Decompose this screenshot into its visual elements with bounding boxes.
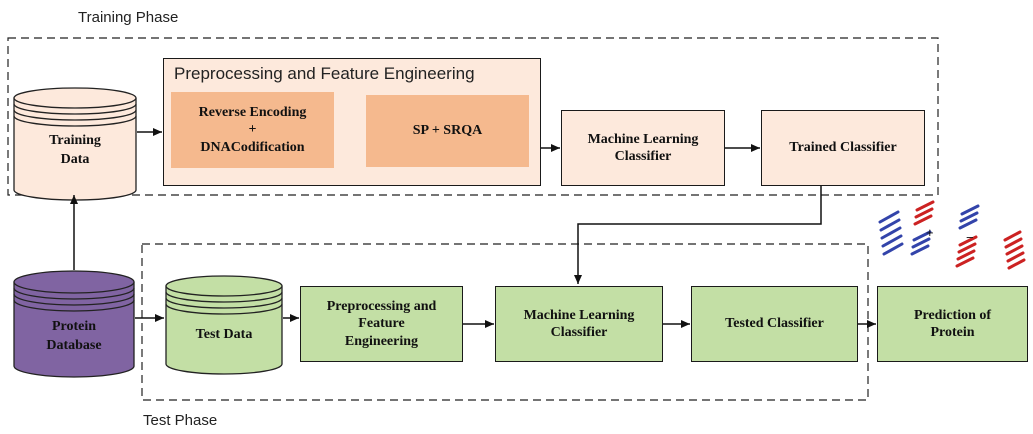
protein-structure-icon: + − — [878, 200, 1026, 270]
protein-database-cylinder — [13, 270, 135, 378]
training-ml-classifier-box: Machine Learning Classifier — [561, 110, 725, 186]
test-data-cylinder — [165, 275, 283, 375]
tested-classifier-box: Tested Classifier — [691, 286, 858, 362]
protein-database-label: Protein Database — [46, 319, 102, 353]
training-phase-frame — [7, 37, 939, 196]
protein-plus-sign: + — [926, 225, 934, 240]
reverse-encoding-box: Reverse Encoding + DNACodification — [171, 92, 334, 168]
training-phase-label: Training Phase — [78, 9, 179, 26]
test-ml-classifier-box: Machine Learning Classifier — [495, 286, 663, 362]
preprocessing-group-title: Preprocessing and Feature Engineering — [174, 64, 475, 83]
arrow-trained-classifier-to-test-ml-classifier — [574, 186, 822, 284]
test-phase-label: Test Phase — [143, 412, 218, 429]
sp-srqa-box: SP + SRQA — [366, 95, 529, 167]
prediction-of-protein-box: Prediction of Protein — [877, 286, 1028, 362]
test-preprocessing-box: Preprocessing and Feature Engineering — [300, 286, 463, 362]
training-data-label: Training Data — [49, 133, 101, 167]
trained-classifier-box: Trained Classifier — [761, 110, 925, 186]
test-data-label: Test Data — [195, 327, 253, 342]
protein-minus-sign: − — [966, 230, 974, 245]
training-data-cylinder — [13, 87, 137, 201]
